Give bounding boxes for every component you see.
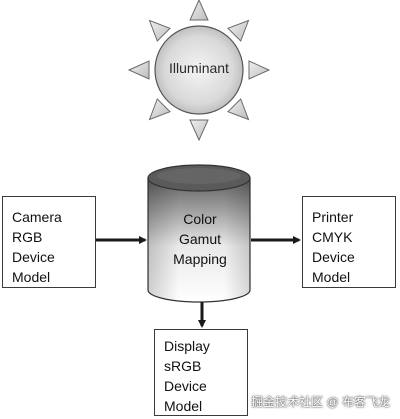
display-line-3: Device	[164, 378, 207, 394]
camera-line-4: Model	[12, 269, 51, 285]
camera-line-3: Device	[12, 249, 55, 265]
display-line-2: sRGB	[164, 358, 202, 374]
printer-line-4: Model	[312, 269, 351, 285]
camera-line-1: Camera	[12, 209, 62, 225]
display-line-4: Model	[164, 398, 203, 414]
gamut-mapping-line-2: Gamut	[178, 231, 221, 247]
sun-ray	[127, 60, 150, 80]
printer-line-1: Printer	[312, 209, 354, 225]
gamut-mapping-cylinder	[147, 164, 251, 303]
sun-ray	[189, 119, 209, 142]
sun-rays	[127, 0, 271, 142]
sun-ray	[148, 19, 171, 42]
printer-line-3: Device	[312, 249, 355, 265]
sun-ray	[189, 0, 209, 21]
sun-ray	[248, 60, 271, 80]
illuminant-sun	[154, 25, 244, 115]
illuminant-label: Illuminant	[169, 60, 229, 76]
sun-ray	[227, 19, 250, 42]
gamut-mapping-line-3: Mapping	[173, 251, 227, 267]
sun-ray	[227, 98, 250, 121]
sun-ray	[148, 98, 171, 121]
printer-device-box: Printer CMYK Device Model	[302, 196, 396, 288]
display-line-1: Display	[164, 338, 210, 354]
gamut-mapping-line-1: Color	[183, 211, 217, 227]
watermark-text: 掘金技术社区 @ 布客飞龙	[251, 395, 390, 409]
gamut-mapping-label: Color Gamut Mapping	[150, 209, 250, 269]
camera-line-2: RGB	[12, 229, 43, 245]
camera-device-box: Camera RGB Device Model	[2, 196, 96, 288]
display-device-box: Display sRGB Device Model	[154, 329, 248, 416]
printer-line-2: CMYK	[312, 229, 353, 245]
